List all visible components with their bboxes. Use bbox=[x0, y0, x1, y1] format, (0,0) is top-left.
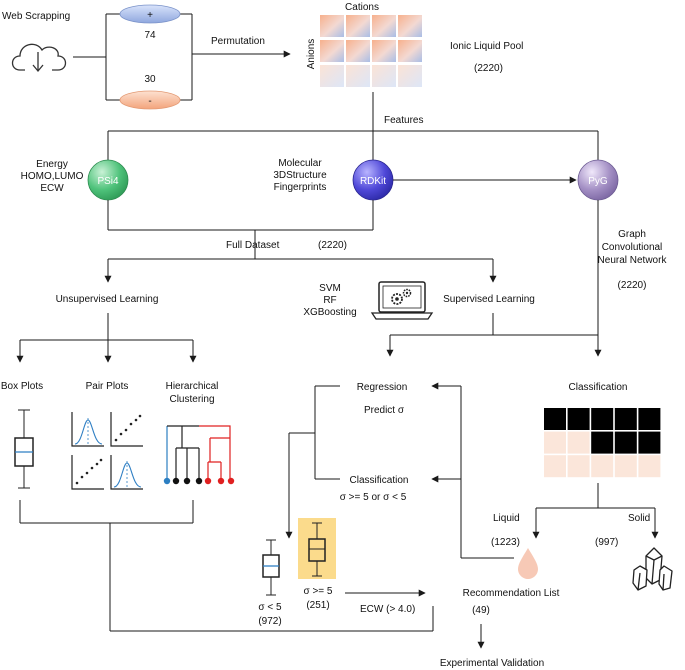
anion-sign: - bbox=[148, 96, 151, 107]
rdkit-node: RDKit bbox=[352, 159, 394, 201]
cation-count: 74 bbox=[144, 30, 156, 41]
xgboosting-label: XGBoosting bbox=[303, 307, 356, 318]
grid-cell bbox=[638, 408, 661, 430]
regression-label: Regression bbox=[357, 382, 408, 393]
sigma-ge5-label: σ >= 5 bbox=[304, 586, 333, 597]
homo-lumo-label: HOMO,LUMO bbox=[21, 171, 84, 182]
box-plot-icon bbox=[14, 409, 34, 489]
classification-gcn-label: Classification bbox=[569, 382, 628, 393]
grid-cell bbox=[567, 408, 590, 430]
fingerprints-label: Fingerprints bbox=[274, 182, 327, 193]
molecular-label: Molecular bbox=[278, 158, 322, 169]
grid-cell bbox=[591, 431, 614, 454]
svm-label: SVM bbox=[319, 283, 341, 294]
ge5-count: (251) bbox=[306, 600, 329, 611]
features-label: Features bbox=[384, 115, 423, 126]
graph-label: Graph bbox=[618, 229, 646, 240]
psi4-label: PSi4 bbox=[97, 176, 119, 187]
rdkit-label: RDKit bbox=[360, 176, 386, 187]
web-scrapping-label: Web Scrapping bbox=[2, 11, 70, 22]
grid-cell bbox=[591, 408, 614, 430]
classification-reg-label: Classification bbox=[350, 475, 409, 486]
sigma-rule-label: σ >= 5 or σ < 5 bbox=[340, 492, 407, 503]
grid-cell bbox=[638, 431, 661, 454]
crystal-icon bbox=[632, 547, 673, 591]
dendrogram-icon bbox=[163, 425, 235, 485]
pyg-label: PyG bbox=[588, 176, 608, 187]
laptop-gears-icon bbox=[370, 281, 434, 320]
droplet-icon bbox=[518, 548, 538, 579]
pool-count: (2220) bbox=[474, 63, 503, 74]
box-plots-label: Box Plots bbox=[1, 381, 43, 392]
pyg-node: PyG bbox=[577, 159, 619, 201]
hierarchical-label: Hierarchical bbox=[166, 381, 219, 392]
ionic-liquid-pool-label: Ionic Liquid Pool bbox=[450, 41, 523, 52]
classification-grid bbox=[544, 408, 661, 478]
rf-label: RF bbox=[323, 295, 336, 306]
energy-label: Energy bbox=[36, 159, 68, 170]
grid-cell bbox=[614, 455, 637, 478]
ecw-label: ECW bbox=[40, 183, 64, 194]
grid-cell bbox=[567, 455, 590, 478]
grid-cell bbox=[638, 455, 661, 478]
recommendation-label: Recommendation List bbox=[463, 588, 560, 599]
experimental-label: Experimental Validation bbox=[440, 658, 544, 669]
pair-plot-icon bbox=[71, 412, 143, 490]
anion-count: 30 bbox=[144, 74, 156, 85]
ecw-filter-label: ECW (> 4.0) bbox=[360, 604, 415, 615]
pair-plots-label: Pair Plots bbox=[86, 381, 129, 392]
unsupervised-label: Unsupervised Learning bbox=[56, 294, 159, 305]
anions-label: Anions bbox=[306, 39, 317, 70]
cation-pill: + bbox=[119, 4, 181, 24]
box-plot-ge5-icon bbox=[298, 518, 336, 579]
predict-sigma-label: Predict σ bbox=[364, 405, 405, 416]
liquid-label: Liquid bbox=[493, 513, 520, 524]
cation-sign: + bbox=[147, 10, 153, 21]
gcn-count: (2220) bbox=[618, 280, 647, 291]
ionic-liquid-pool-grid bbox=[320, 15, 422, 87]
clustering-label: Clustering bbox=[169, 394, 214, 405]
grid-cell bbox=[614, 408, 637, 430]
structure3d-label: 3DStructure bbox=[273, 170, 327, 181]
rec-count: (49) bbox=[472, 605, 490, 616]
grid-cell bbox=[567, 431, 590, 454]
grid-cell bbox=[544, 408, 566, 430]
grid-cell bbox=[614, 431, 637, 454]
full-dataset-count: (2220) bbox=[318, 240, 347, 251]
psi4-node: PSi4 bbox=[87, 159, 129, 201]
sigma-lt5-label: σ < 5 bbox=[258, 602, 282, 613]
cations-label: Cations bbox=[345, 2, 379, 13]
solid-count: (997) bbox=[595, 537, 618, 548]
lt5-count: (972) bbox=[258, 616, 281, 627]
convolutional-label: Convolutional bbox=[602, 242, 663, 253]
anion-pill: - bbox=[119, 90, 181, 110]
permutation-label: Permutation bbox=[211, 36, 265, 47]
solid-label: Solid bbox=[628, 513, 650, 524]
grid-cell bbox=[544, 431, 566, 454]
supervised-label: Supervised Learning bbox=[443, 294, 535, 305]
liquid-count: (1223) bbox=[491, 537, 520, 548]
cloud-download-icon bbox=[11, 43, 67, 73]
full-dataset-label: Full Dataset bbox=[226, 240, 280, 251]
grid-cell bbox=[544, 455, 566, 478]
neural-network-label: Neural Network bbox=[598, 255, 668, 266]
box-plot-lt5-icon bbox=[262, 539, 280, 596]
grid-cell bbox=[591, 455, 614, 478]
